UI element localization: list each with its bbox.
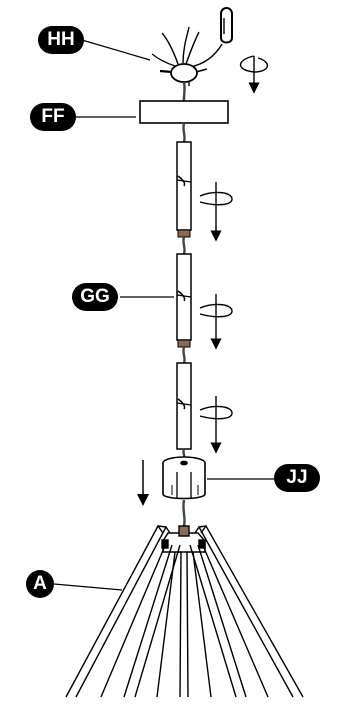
rotate-arrow-1: [199, 182, 233, 242]
cable-canopy: [182, 122, 186, 143]
rod-segment-1: [176, 141, 192, 238]
safety-wire: [189, 43, 223, 68]
coupler: [162, 456, 206, 500]
canopy-connector: [170, 63, 198, 83]
tripod-base: [65, 524, 304, 698]
callout-ff: FF: [30, 103, 76, 131]
canopy-plate: [139, 100, 229, 124]
rod-segment-3: [176, 362, 192, 450]
hanging-hardware: [151, 7, 233, 86]
rotate-arrow-2: [199, 294, 233, 350]
leader-hh: [81, 39, 151, 61]
callout-a: A: [26, 570, 54, 598]
callout-hh: HH: [38, 26, 84, 54]
carabiner-hook: [220, 7, 233, 44]
leader-lines: [53, 39, 274, 591]
callout-jj: JJ: [274, 464, 320, 492]
leader-a: [53, 583, 123, 591]
rod-segment-2: [176, 253, 192, 348]
rotate-arrow-hh: [239, 55, 268, 94]
rotate-arrow-3: [199, 396, 233, 454]
callout-gg: GG: [72, 283, 118, 311]
